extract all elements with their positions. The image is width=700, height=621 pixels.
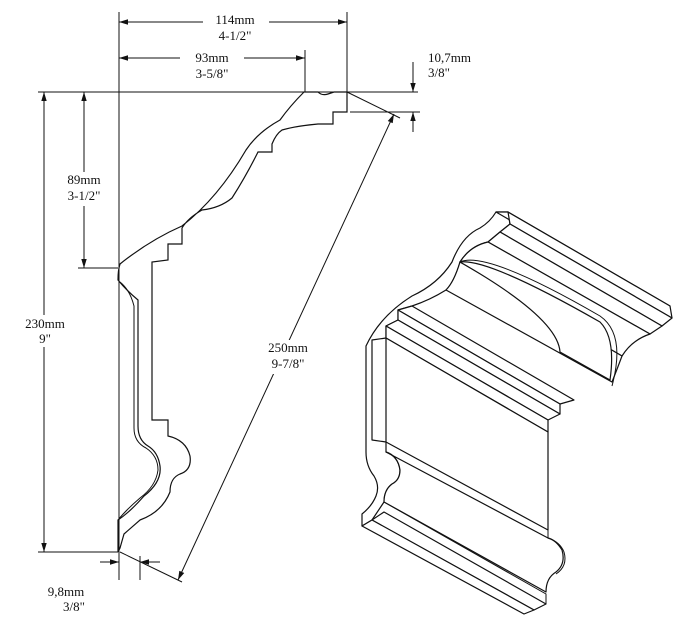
label-width-total-imperial: 4-1/2" — [219, 28, 252, 43]
dimension-labels: 114mm 4-1/2" 93mm 3-5/8" 10,7mm 3/8" 89m… — [18, 12, 471, 614]
molding-bottom-edge — [383, 501, 547, 604]
label-total-height-imperial: 9" — [39, 331, 51, 346]
profile-inner-line — [117, 281, 159, 521]
label-upper-height-imperial: 3-1/2" — [68, 188, 101, 203]
label-diagonal-imperial: 9-7/8" — [272, 356, 305, 371]
label-width-total-metric: 114mm — [215, 12, 254, 27]
molding-lower-curve — [547, 530, 566, 575]
molding-lower-face — [383, 451, 564, 593]
dimension-lines — [38, 12, 420, 583]
molding-ogee-curve — [459, 259, 618, 387]
label-diagonal-metric: 250mm — [268, 340, 308, 355]
label-width-front-imperial: 3-5/8" — [196, 66, 229, 81]
molding-end-face — [361, 211, 511, 527]
diagonal-extension-bottom — [119, 551, 183, 583]
label-top-step-metric: 10,7mm — [428, 50, 471, 65]
label-top-step-imperial: 3/8" — [428, 65, 450, 80]
profile-outline — [117, 91, 348, 553]
molding-ogee-face — [459, 261, 613, 381]
molding-3d-view — [361, 211, 673, 615]
label-total-height-metric: 230mm — [25, 316, 65, 331]
diagonal-extension-top — [346, 91, 401, 119]
profile-section — [117, 91, 348, 553]
label-upper-height-metric: 89mm — [67, 172, 100, 187]
label-bottom-step-metric: 9,8mm — [48, 584, 84, 599]
label-bottom-step-imperial: 3/8" — [63, 599, 85, 614]
label-width-front-metric: 93mm — [195, 50, 228, 65]
molding-bottom-strip-2 — [361, 519, 535, 615]
